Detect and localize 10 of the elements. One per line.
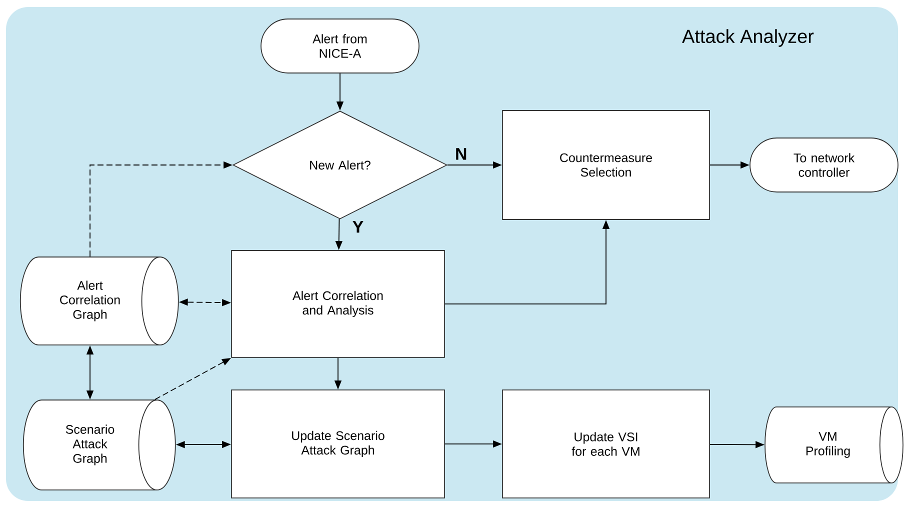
panel-title: Attack Analyzer xyxy=(682,29,814,47)
edge-label: Y xyxy=(352,220,364,233)
data-store-cylinder: VM Profiling xyxy=(764,406,904,484)
data-store-cylinder: Scenario Attack Graph xyxy=(22,400,176,490)
process-box: Alert Correlation and Analysis xyxy=(231,250,445,358)
process-box: Update Scenario Attack Graph xyxy=(231,390,445,498)
process-box: Update VSI for each VM xyxy=(502,390,710,498)
data-store-cylinder: Alert Correlation Graph xyxy=(20,256,179,346)
process-box: Countermeasure Selection xyxy=(502,110,710,220)
edge-label: N xyxy=(456,148,466,160)
